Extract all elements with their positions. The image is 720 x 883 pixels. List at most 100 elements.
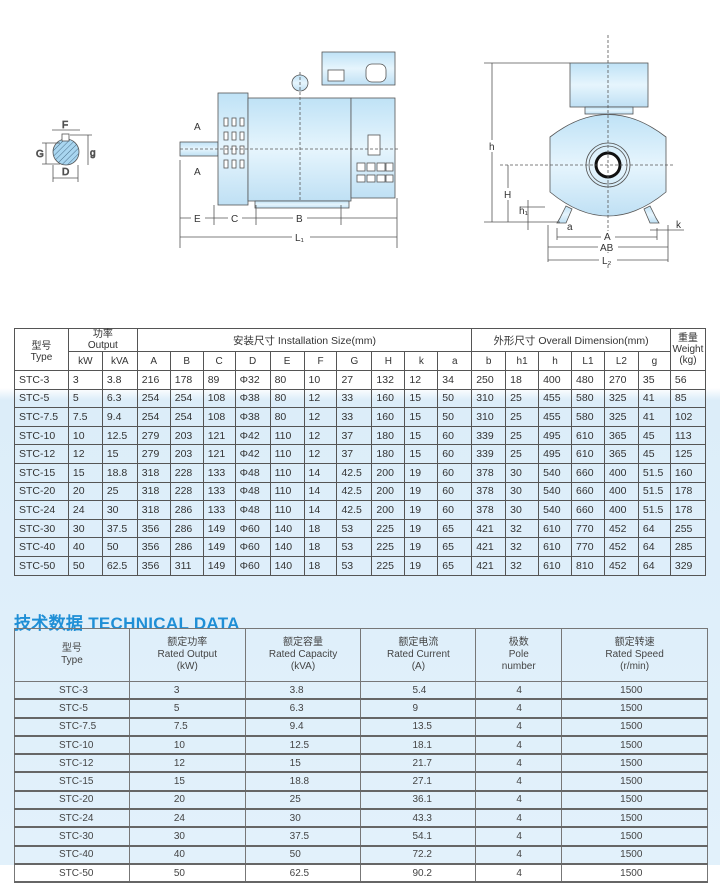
value-cell: 1500 — [561, 771, 708, 792]
value-cell: 19 — [404, 500, 439, 520]
value-cell: 310 — [471, 388, 507, 409]
value-cell: 140 — [269, 555, 305, 576]
value-cell: 311 — [169, 555, 204, 576]
value-cell: 27 — [336, 370, 373, 390]
label-G: G — [36, 149, 44, 160]
value-cell: 4 — [475, 863, 563, 883]
tech-header-line: (A) — [411, 661, 426, 672]
value-cell: 10 — [303, 370, 338, 390]
value-cell: Φ48 — [234, 481, 271, 502]
value-cell: 1500 — [561, 863, 708, 883]
value-cell: 133 — [202, 462, 236, 483]
value-cell: 200 — [371, 500, 406, 520]
label-D: D — [62, 167, 69, 178]
tech-header-line: (kVA) — [290, 661, 316, 672]
header-overall-dimension: 外形尺寸 Overall Dimension(mm) — [471, 328, 671, 352]
value-cell: 110 — [269, 462, 305, 483]
model-cell: STC-10 — [14, 425, 69, 446]
value-cell: 495 — [538, 444, 573, 464]
value-cell: 180 — [371, 425, 406, 446]
tech-header-line: Type — [61, 655, 83, 666]
value-cell: 9.4 — [101, 407, 138, 427]
tech-header-line: Rated Current — [386, 649, 450, 660]
value-cell: 12.5 — [101, 425, 138, 446]
value-cell: 270 — [603, 370, 639, 390]
value-cell: 65 — [437, 537, 473, 557]
value-cell: 660 — [571, 462, 605, 483]
label-A-top: A — [194, 122, 201, 133]
value-cell: 33 — [336, 388, 373, 409]
tech-header-line: Rated Output — [157, 649, 217, 660]
value-cell: 62.5 — [101, 555, 138, 576]
value-cell: 279 — [136, 425, 171, 446]
value-cell: 90.2 — [360, 863, 477, 883]
subheader-h: h — [538, 351, 573, 371]
header-type-en: Type — [30, 351, 53, 363]
subheader-a: A — [136, 351, 171, 371]
value-cell: 610 — [538, 537, 573, 557]
value-cell: 42.5 — [336, 462, 373, 483]
value-cell: 30 — [128, 826, 246, 847]
value-cell: 228 — [169, 462, 204, 483]
value-cell: 50 — [101, 537, 138, 557]
value-cell: 770 — [571, 518, 605, 539]
value-cell: 30 — [67, 518, 103, 539]
subheader-l2: L2 — [603, 351, 639, 371]
value-cell: 318 — [136, 462, 171, 483]
value-cell: 12 — [303, 444, 338, 464]
model-cell: STC-24 — [14, 808, 130, 829]
label-h1: h₁ — [519, 206, 529, 217]
model-cell: STC-10 — [14, 735, 130, 756]
value-cell: 452 — [603, 555, 639, 576]
value-cell: 12 — [303, 425, 338, 446]
value-cell: 4 — [475, 845, 563, 865]
value-cell: 30 — [505, 481, 540, 502]
value-cell: 228 — [169, 481, 204, 502]
value-cell: 56 — [669, 370, 707, 390]
value-cell: 133 — [202, 500, 236, 520]
value-cell: 121 — [202, 444, 236, 464]
value-cell: 25 — [244, 790, 362, 811]
value-cell: 15 — [101, 444, 138, 464]
value-cell: 60 — [437, 444, 473, 464]
value-cell: 6.3 — [101, 388, 138, 409]
label-H: H — [504, 190, 511, 201]
generator-dimension-drawings: F G g D A A E — [36, 35, 684, 270]
value-cell: 20 — [128, 790, 246, 811]
value-cell: 30 — [244, 808, 362, 829]
value-cell: 15 — [404, 407, 439, 427]
value-cell: 60 — [437, 462, 473, 483]
value-cell: 610 — [571, 444, 605, 464]
value-cell: 20 — [67, 481, 103, 502]
value-cell: 45 — [637, 425, 671, 446]
value-cell: 51.5 — [637, 500, 671, 520]
value-cell: 18 — [303, 537, 338, 557]
value-cell: 540 — [538, 481, 573, 502]
tech-header-line: Rated Capacity — [268, 649, 338, 660]
header-output-en: Output — [87, 340, 118, 351]
value-cell: 10 — [128, 735, 246, 756]
value-cell: 400 — [603, 481, 639, 502]
value-cell: 19 — [404, 537, 439, 557]
value-cell: 60 — [437, 481, 473, 502]
value-cell: Φ42 — [234, 444, 271, 464]
value-cell: 110 — [269, 425, 305, 446]
value-cell: Φ48 — [234, 500, 271, 520]
value-cell: 35 — [637, 370, 671, 390]
value-cell: 19 — [404, 481, 439, 502]
value-cell: Φ48 — [234, 462, 271, 483]
value-cell: 149 — [202, 537, 236, 557]
value-cell: 108 — [202, 407, 236, 427]
value-cell: 54.1 — [360, 826, 477, 847]
value-cell: 50 — [67, 555, 103, 576]
tech-header-line: Rated Speed — [605, 649, 664, 660]
value-cell: 110 — [269, 500, 305, 520]
value-cell: 42.5 — [336, 481, 373, 502]
value-cell: 121 — [202, 425, 236, 446]
shaft-key-section: F G g D — [36, 120, 96, 182]
